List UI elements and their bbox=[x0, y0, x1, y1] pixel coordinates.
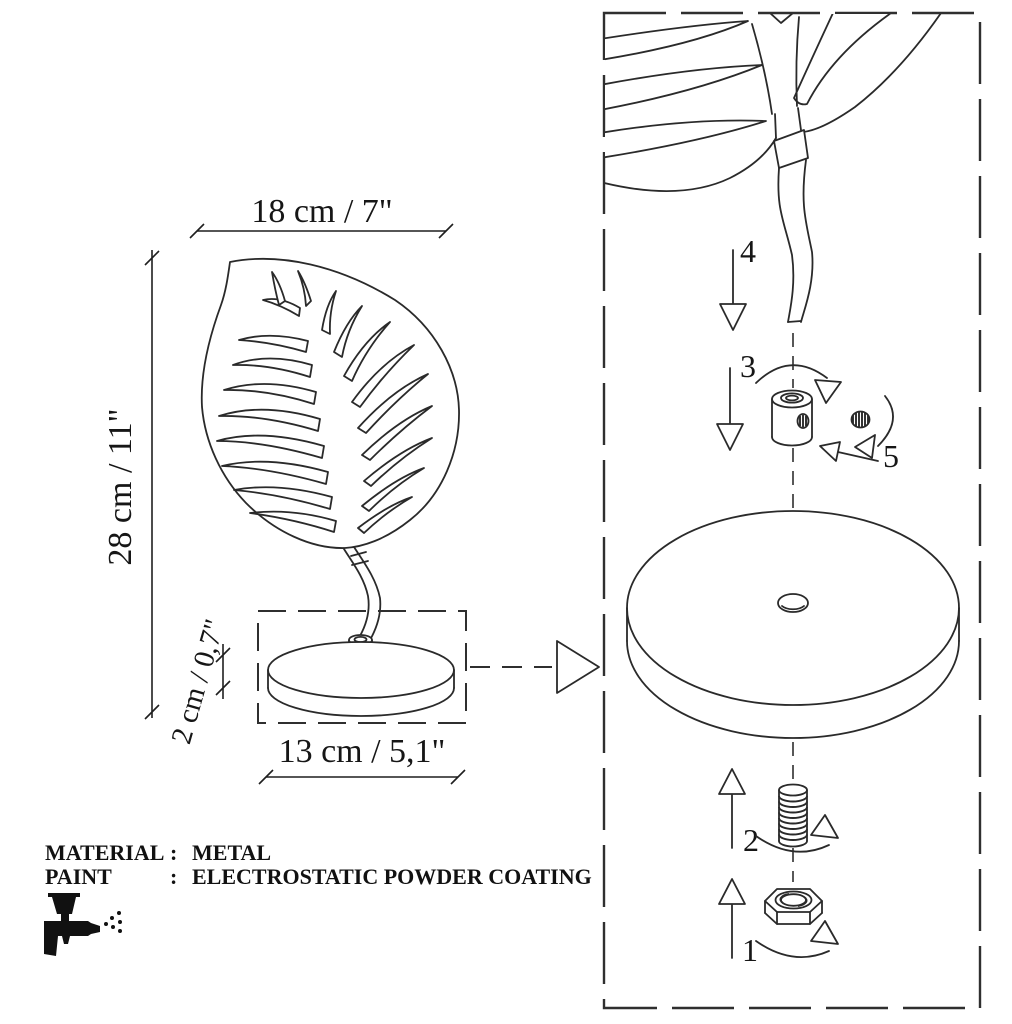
leaf-front-view bbox=[200, 257, 467, 724]
base-disc-part bbox=[626, 510, 960, 739]
spray-gun-icon bbox=[44, 893, 122, 956]
base-height-dimension-label: 2 cm / 0,7" bbox=[165, 616, 231, 748]
part-label-5: 5 bbox=[883, 438, 899, 474]
step-1: 1 bbox=[718, 878, 839, 968]
material-row: MATERIAL : METAL bbox=[45, 840, 271, 865]
part-label-1: 1 bbox=[742, 932, 758, 968]
height-dimension: 28 cm / 11" bbox=[102, 250, 160, 720]
detail-zoom-box bbox=[257, 610, 467, 724]
part-label-3: 3 bbox=[740, 348, 756, 384]
collar-setscrew-hole bbox=[796, 413, 810, 429]
base-width-dimension-label: 13 cm / 5,1" bbox=[279, 733, 446, 770]
threaded-stud-part bbox=[778, 783, 808, 848]
leaf-detail-fragment bbox=[605, 14, 942, 192]
material-colon: : bbox=[170, 840, 177, 865]
leaf-slits-right bbox=[297, 270, 433, 534]
width-dimension: 18 cm / 7" bbox=[189, 193, 454, 239]
assembly-panel-border bbox=[602, 11, 982, 1010]
collar-part bbox=[771, 389, 813, 447]
step-5: 5 bbox=[819, 395, 899, 474]
material-label: MATERIAL bbox=[45, 840, 164, 865]
height-dimension-label: 28 cm / 11" bbox=[102, 408, 139, 565]
step-4: 4 bbox=[719, 233, 756, 331]
detail-arrow-icon bbox=[470, 640, 600, 694]
base-width-dimension: 13 cm / 5,1" bbox=[258, 733, 466, 785]
spray-dots bbox=[104, 911, 122, 933]
spec-block: MATERIAL : METAL PAINT : ELECTROSTATIC P… bbox=[45, 840, 592, 889]
paint-row: PAINT : ELECTROSTATIC POWDER COATING bbox=[45, 864, 592, 889]
paint-value: ELECTROSTATIC POWDER COATING bbox=[192, 864, 592, 889]
stem-detail bbox=[773, 107, 814, 323]
step-2: 2 bbox=[718, 768, 839, 858]
stem bbox=[343, 546, 382, 646]
step-3: 3 bbox=[716, 348, 842, 451]
material-value: METAL bbox=[192, 840, 271, 865]
leaf-slits-left bbox=[216, 271, 337, 533]
base-height-dimension: 2 cm / 0,7" bbox=[165, 616, 231, 748]
paint-label: PAINT bbox=[45, 864, 112, 889]
set-screw-part bbox=[850, 410, 871, 429]
base-disc-front bbox=[267, 641, 455, 717]
hex-nut-part bbox=[764, 888, 823, 925]
paint-colon: : bbox=[170, 864, 177, 889]
part-label-2: 2 bbox=[743, 822, 759, 858]
assembly-panel: 4 3 bbox=[602, 11, 982, 1010]
leaf-outline bbox=[200, 257, 460, 549]
width-dimension-label: 18 cm / 7" bbox=[251, 193, 392, 230]
part-label-4: 4 bbox=[740, 233, 756, 269]
